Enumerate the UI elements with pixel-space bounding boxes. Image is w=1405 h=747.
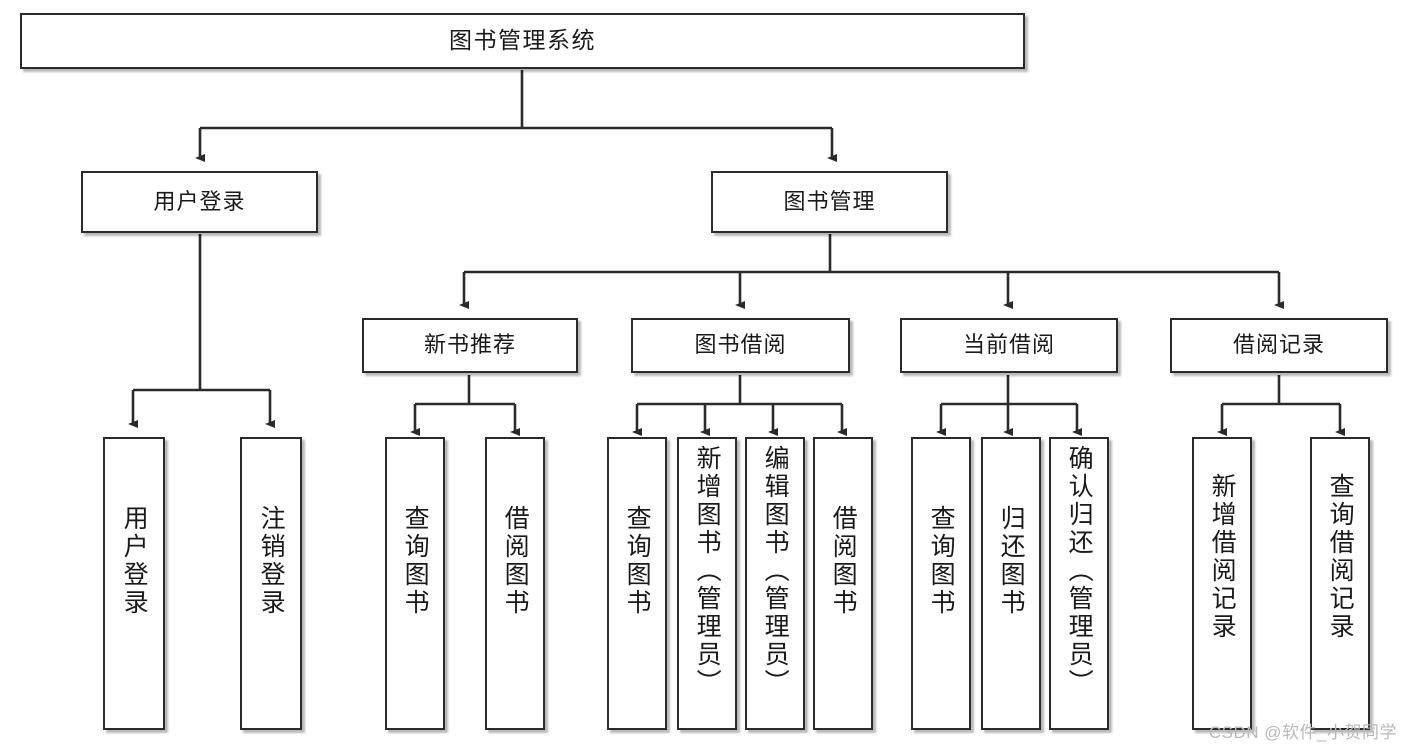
- node-label: 注销登录: [257, 505, 286, 617]
- node-root-book-management-system[interactable]: 图书管理系统: [20, 13, 1025, 69]
- leaf-borrow-record-add-record[interactable]: 新增借阅记录: [1192, 437, 1252, 730]
- node-label: 借阅图书: [501, 505, 530, 617]
- node-label: 新书推荐: [423, 332, 516, 358]
- leaf-borrow-record-query-record[interactable]: 查询借阅记录: [1310, 437, 1370, 730]
- leaf-new-book-borrow-book[interactable]: 借阅图书: [485, 437, 545, 730]
- node-label: 新增图书（管理员）: [693, 445, 722, 697]
- node-label: 查询图书: [401, 505, 430, 617]
- node-label: 查询图书: [623, 505, 652, 617]
- leaf-book-borrow-borrow-book[interactable]: 借阅图书: [813, 437, 873, 730]
- node-label: 新增借阅记录: [1208, 473, 1237, 641]
- csdn-watermark: CSDN @软件_小贺同学: [1208, 723, 1397, 742]
- node-label: 借阅图书: [829, 505, 858, 617]
- leaf-book-borrow-query-book[interactable]: 查询图书: [607, 437, 667, 730]
- leaf-current-borrow-return-book[interactable]: 归还图书: [981, 437, 1041, 730]
- node-new-book-recommend[interactable]: 新书推荐: [362, 318, 578, 373]
- leaf-book-borrow-add-book-admin[interactable]: 新增图书（管理员）: [677, 437, 737, 730]
- node-label: 编辑图书（管理员）: [761, 445, 790, 697]
- node-label: 图书管理: [783, 188, 876, 214]
- leaf-current-borrow-query-book[interactable]: 查询图书: [911, 437, 971, 730]
- leaf-user-login-login[interactable]: 用户登录: [103, 437, 165, 730]
- node-label: 图书管理系统: [449, 27, 596, 54]
- node-book-management[interactable]: 图书管理: [711, 171, 948, 233]
- node-label: 用户登录: [153, 188, 246, 214]
- node-current-borrow[interactable]: 当前借阅: [900, 318, 1118, 373]
- node-borrow-record[interactable]: 借阅记录: [1170, 318, 1388, 373]
- node-label: 用户登录: [120, 505, 149, 617]
- node-label: 查询借阅记录: [1326, 473, 1355, 641]
- node-label: 当前借阅: [962, 332, 1055, 358]
- leaf-new-book-query-book[interactable]: 查询图书: [385, 437, 445, 730]
- leaf-book-borrow-edit-book-admin[interactable]: 编辑图书（管理员）: [745, 437, 805, 730]
- node-label: 确认归还（管理员）: [1065, 445, 1094, 697]
- node-user-login[interactable]: 用户登录: [81, 171, 318, 233]
- node-label: 查询图书: [927, 505, 956, 617]
- node-label: 借阅记录: [1232, 332, 1325, 358]
- node-label: 图书借阅: [694, 332, 787, 358]
- leaf-user-login-logout[interactable]: 注销登录: [240, 437, 302, 730]
- leaf-current-borrow-confirm-return-admin[interactable]: 确认归还（管理员）: [1049, 437, 1109, 730]
- node-book-borrow[interactable]: 图书借阅: [631, 318, 850, 373]
- node-label: 归还图书: [997, 505, 1026, 617]
